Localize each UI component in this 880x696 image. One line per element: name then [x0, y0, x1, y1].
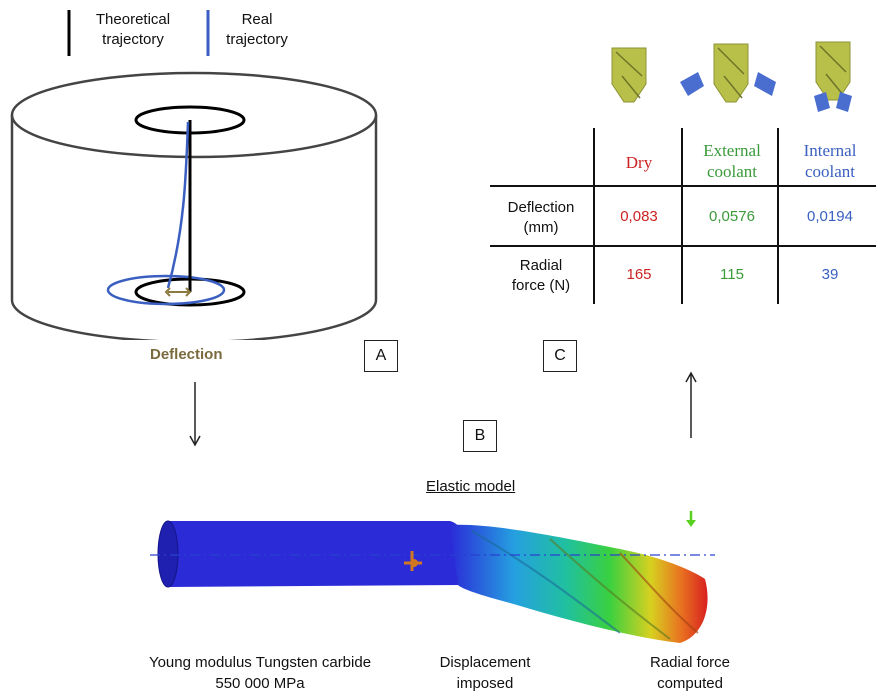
legend-theoretical-line1: Theoretical: [95, 11, 171, 28]
drill-dry-icon: [611, 47, 647, 103]
legend-theoretical-line: [67, 10, 71, 56]
panel-a-box: A: [364, 340, 398, 372]
table-header-external: External coolant: [684, 140, 780, 182]
row-radial-line1: Radial: [519, 257, 563, 274]
table-header-external-line1: External: [703, 141, 761, 160]
table-header-internal-line1: Internal: [803, 141, 857, 160]
legend-real-line1: Real: [241, 11, 273, 28]
displacement-marker-icon: [404, 551, 422, 571]
table-header-internal: Internal coolant: [780, 140, 880, 182]
external-nozzle-left: [680, 72, 704, 96]
table-header-dry-label: Dry: [625, 153, 653, 172]
external-nozzle-right: [754, 72, 776, 96]
panel-b-box: B: [463, 420, 497, 452]
caption-radial-force: Radial force computed: [620, 652, 760, 694]
elastic-model-title: Elastic model: [426, 478, 516, 495]
table-cell-deflection-internal: 0,0194: [807, 208, 853, 225]
row-radial-line2: force (N): [511, 277, 571, 294]
table-header-internal-line2: coolant: [804, 162, 856, 181]
internal-nozzle-right: [836, 92, 852, 112]
legend-real-line2: trajectory: [226, 31, 288, 48]
caption-radial-line1: Radial force: [649, 654, 731, 671]
drill-external-coolant-icon: [680, 43, 776, 103]
caption-young-line2: 550 000 MPa: [215, 675, 305, 692]
model-flute-body: [450, 524, 708, 643]
arrow-down-icon: [189, 382, 201, 447]
caption-young-modulus: Young modulus Tungsten carbide 550 000 M…: [120, 652, 400, 694]
table-cell-radial-internal: 39: [821, 266, 839, 283]
caption-young-line1: Young modulus Tungsten carbide: [148, 654, 372, 671]
row-deflection-line1: Deflection: [507, 199, 575, 216]
workpiece-cylinder-diagram: [10, 71, 378, 340]
caption-displacement-line2: imposed: [456, 675, 514, 692]
model-shank-end: [157, 520, 179, 588]
radial-force-arrow-icon: [686, 511, 696, 527]
caption-radial-line2: computed: [657, 675, 723, 692]
table-header-dry: Dry: [596, 152, 682, 173]
cylinder-side: [10, 115, 378, 340]
model-shank: [168, 521, 466, 587]
table-header-external-line2: coolant: [706, 162, 758, 181]
caption-displacement: Displacement imposed: [420, 652, 550, 694]
table-cell-radial-external: 115: [720, 266, 744, 283]
panel-c-box: C: [543, 340, 577, 372]
cylinder-top: [10, 71, 378, 159]
drill-internal-coolant-icon: [814, 41, 852, 112]
legend-real-label: Real trajectory: [212, 10, 302, 50]
real-trajectory-curve: [166, 121, 190, 289]
table-cell-deflection-dry: 0,083: [620, 208, 658, 225]
table-cell-deflection-external: 0,0576: [709, 208, 755, 225]
legend-real-line: [206, 10, 210, 56]
internal-nozzle-left: [814, 92, 830, 112]
caption-displacement-line1: Displacement: [439, 654, 531, 671]
table-row-radial-label: Radial force (N): [488, 256, 594, 296]
deflection-label: Deflection: [150, 346, 223, 363]
table-cell-radial-dry: 165: [626, 266, 652, 283]
legend-theoretical-label: Theoretical trajectory: [78, 10, 188, 50]
bottom-hole-real: [106, 274, 226, 306]
arrow-up-icon: [685, 371, 697, 438]
legend-theoretical-line2: trajectory: [102, 31, 164, 48]
table-row-deflection-label: Deflection (mm): [488, 198, 594, 238]
row-deflection-line2: (mm): [523, 219, 559, 236]
results-table-grid: [490, 128, 876, 304]
elastic-model-drill-render: [150, 520, 715, 643]
